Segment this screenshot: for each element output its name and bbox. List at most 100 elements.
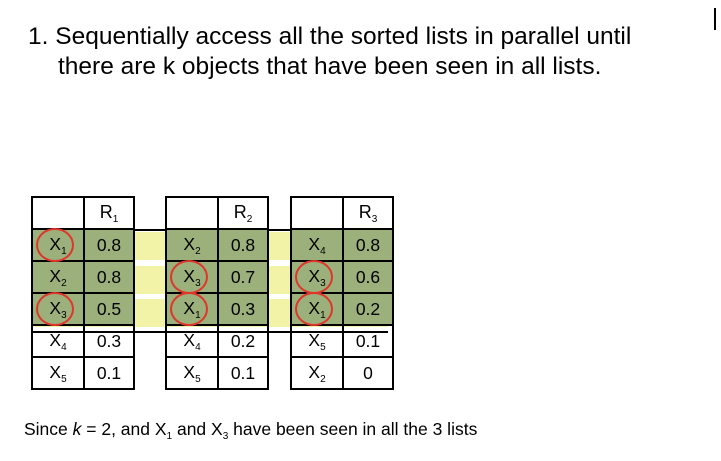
list-header-sub: 2 [246, 213, 253, 225]
object-base: X [183, 265, 196, 286]
score-cell: 0.3 [83, 324, 135, 358]
score-cell: 0.8 [83, 260, 135, 294]
score-value: 0.2 [355, 298, 381, 319]
list-header-base: R [233, 201, 247, 222]
object-cell: X5 [31, 356, 85, 390]
score-value: 0.1 [355, 330, 381, 351]
object-base: X [183, 361, 196, 382]
list-header-base: R [99, 201, 113, 222]
score-value: 0.1 [230, 362, 256, 383]
object-sub: 2 [320, 373, 326, 385]
object-label: X1 [49, 233, 66, 257]
note-text-4: have been seen in all the 3 lists [228, 419, 478, 439]
object-cell: X5 [165, 356, 219, 390]
object-cell: X4 [31, 324, 85, 358]
object-cell: X1 [31, 228, 85, 262]
object-label: X5 [183, 361, 200, 385]
object-base: X [308, 361, 321, 382]
object-sub: 1 [195, 309, 201, 321]
object-label: X3 [308, 265, 325, 289]
score-value: 0.5 [96, 298, 122, 319]
object-label: X3 [49, 297, 66, 321]
object-base: X [49, 233, 62, 254]
list-row: X1 0.8 [31, 228, 135, 262]
list-header-sub: 3 [371, 213, 378, 225]
object-sub: 2 [61, 277, 67, 289]
object-label: X2 [308, 361, 326, 385]
score-cell: 0 [342, 356, 394, 390]
list-row: X5 0.1 [290, 324, 394, 358]
score-cell: 0.2 [342, 292, 394, 326]
score-value: 0.8 [230, 234, 256, 255]
object-cell: X1 [165, 292, 219, 326]
list-header-base: R [358, 201, 372, 222]
object-label: X2 [183, 233, 201, 257]
list-header: R2 [217, 196, 269, 230]
score-cell: 0.5 [83, 292, 135, 326]
object-base: X [183, 297, 196, 318]
score-cell: 0.1 [342, 324, 394, 358]
list-row: X2 0.8 [31, 260, 135, 294]
object-label: X2 [49, 265, 67, 289]
list-row: X5 0.1 [31, 356, 135, 390]
note-text-2: = 2, and X [81, 419, 167, 439]
object-label: X4 [49, 329, 67, 353]
object-sub: 4 [61, 341, 67, 353]
note-sub-2: 3 [222, 431, 229, 442]
score-value: 0.8 [96, 266, 122, 287]
object-base: X [308, 233, 321, 254]
object-label: X1 [183, 297, 201, 321]
note-text-3: and X [172, 419, 223, 439]
score-cell: 0.8 [83, 228, 135, 262]
header-empty-cell [165, 196, 219, 230]
score-cell: 0.6 [342, 260, 394, 294]
object-sub: 3 [195, 277, 201, 289]
object-label: X1 [308, 297, 326, 321]
list-row: X3 0.7 [165, 260, 269, 294]
object-cell: X3 [290, 260, 344, 294]
list-row: X2 0 [290, 356, 394, 390]
object-base: X [49, 265, 62, 286]
score-value: 0.1 [96, 362, 122, 383]
object-base: X [308, 265, 321, 286]
score-value: 0.3 [96, 330, 122, 351]
step-heading: 1. Sequentially access all the sorted li… [28, 22, 631, 82]
list-row: X5 0.1 [165, 356, 269, 390]
object-cell: X4 [290, 228, 344, 262]
object-base: X [49, 329, 62, 350]
object-label: X3 [183, 265, 201, 289]
object-cell: X3 [165, 260, 219, 294]
score-cell: 0.8 [217, 228, 269, 262]
score-cell: 0.2 [217, 324, 269, 358]
header-empty-cell [290, 196, 344, 230]
score-value: 0.2 [230, 330, 256, 351]
object-label: X5 [308, 330, 325, 353]
list-row: X1 0.2 [290, 292, 394, 326]
object-base: X [183, 233, 196, 254]
object-label: X4 [308, 233, 326, 257]
heading-line-1: 1. Sequentially access all the sorted li… [28, 23, 632, 50]
object-base: X [49, 297, 62, 318]
score-cell: 0.8 [342, 228, 394, 262]
score-value: 0.8 [355, 234, 381, 255]
score-cell: 0.3 [217, 292, 269, 326]
score-cell: 0.1 [217, 356, 269, 390]
score-value: 0.7 [230, 266, 256, 287]
object-sub: 2 [195, 245, 201, 257]
score-value: 0 [363, 362, 373, 383]
object-cell: X5 [290, 324, 344, 358]
score-value: 0.8 [96, 234, 122, 255]
object-cell: X2 [290, 356, 344, 390]
list-header: R1 [83, 196, 135, 230]
conclusion-note: Since k = 2, and X1 and X3 have been see… [24, 419, 477, 442]
object-sub: 1 [320, 309, 326, 321]
note-text-1: Since [24, 419, 73, 439]
object-sub: 4 [320, 245, 326, 257]
object-sub: 5 [61, 373, 67, 385]
score-cell: 0.7 [217, 260, 269, 294]
list-header-sub: 1 [112, 213, 119, 225]
object-base: X [308, 297, 321, 318]
header-empty-cell [31, 196, 85, 230]
